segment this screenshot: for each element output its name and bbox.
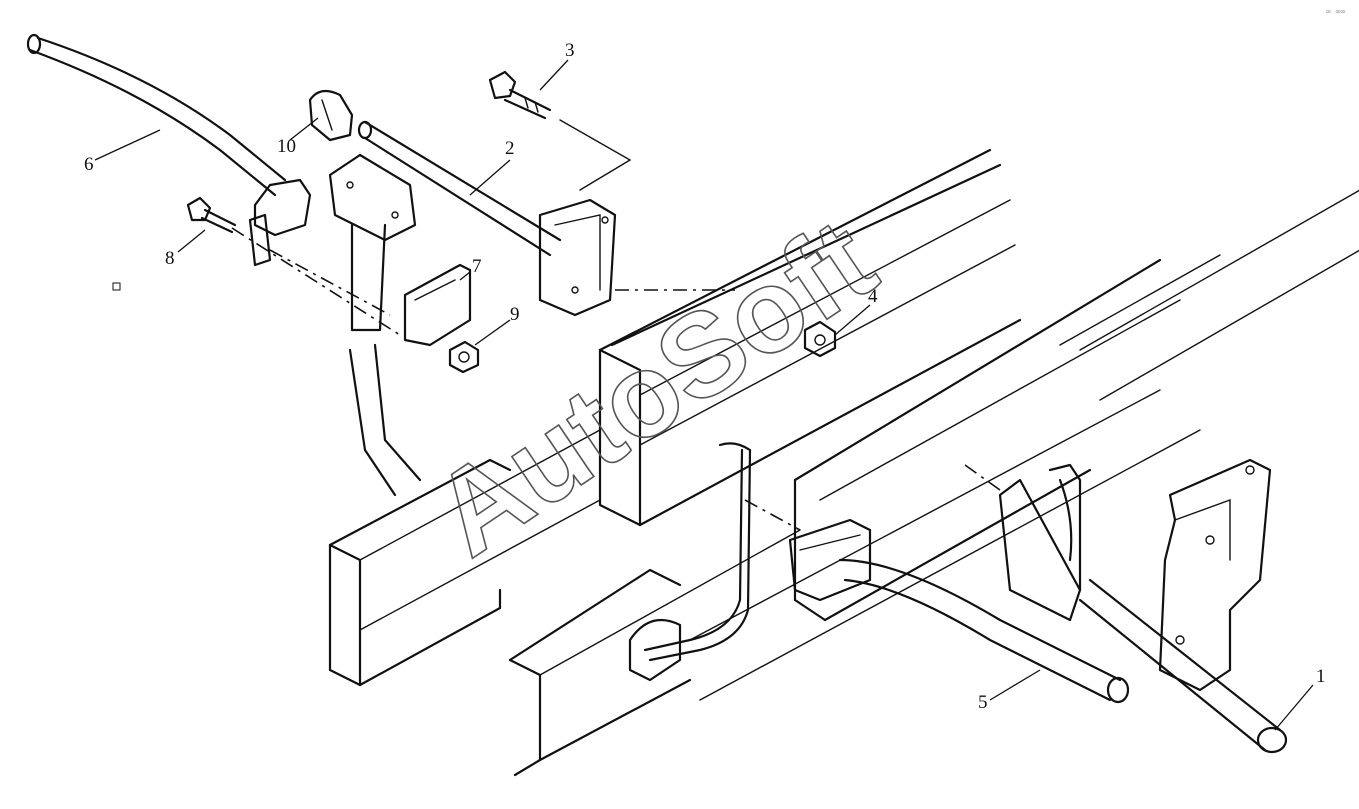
nut-9 [448, 340, 480, 374]
bolt-3 [488, 70, 552, 120]
frame-rail-lower-right [508, 389, 1201, 777]
callout-5: 5 [978, 692, 988, 713]
callout-4: 4 [868, 286, 878, 307]
link-rod [357, 120, 562, 257]
bracket-center [538, 198, 617, 317]
callout-8: 8 [165, 248, 175, 269]
bushing-bracket [328, 153, 417, 242]
small-square-mark [112, 282, 121, 291]
frame-rail-upper [598, 148, 1022, 527]
bar-clamp-right [788, 518, 872, 602]
stabilizer-bar-front [26, 33, 422, 497]
bolt-8 [186, 196, 237, 234]
callout-6: 6 [84, 154, 94, 175]
callout-9: 9 [510, 304, 520, 325]
bar-clamp-lower [628, 618, 682, 682]
callout-2: 2 [505, 138, 515, 159]
stabilizer-bar-main [998, 463, 1288, 754]
bar-bushing-clamp-left [248, 178, 312, 267]
leader-lines [94, 59, 1314, 731]
crossmember [793, 189, 1359, 622]
corner-mark: ∞ ∞∞ [1326, 7, 1345, 16]
assembly-lines [231, 119, 1001, 531]
stabilizer-bar-rear [643, 442, 1130, 704]
retainer-plate [403, 263, 472, 347]
watermark: AutoSoft [411, 194, 898, 582]
callout-3: 3 [565, 40, 575, 61]
callout-7: 7 [472, 256, 482, 277]
nut-4 [803, 320, 837, 358]
callout-1: 1 [1316, 666, 1326, 687]
callout-10: 10 [277, 136, 296, 157]
mounting-plate-right [1158, 458, 1272, 692]
rubber-bushing [308, 89, 354, 142]
frame-rail-lower-left [328, 429, 601, 687]
